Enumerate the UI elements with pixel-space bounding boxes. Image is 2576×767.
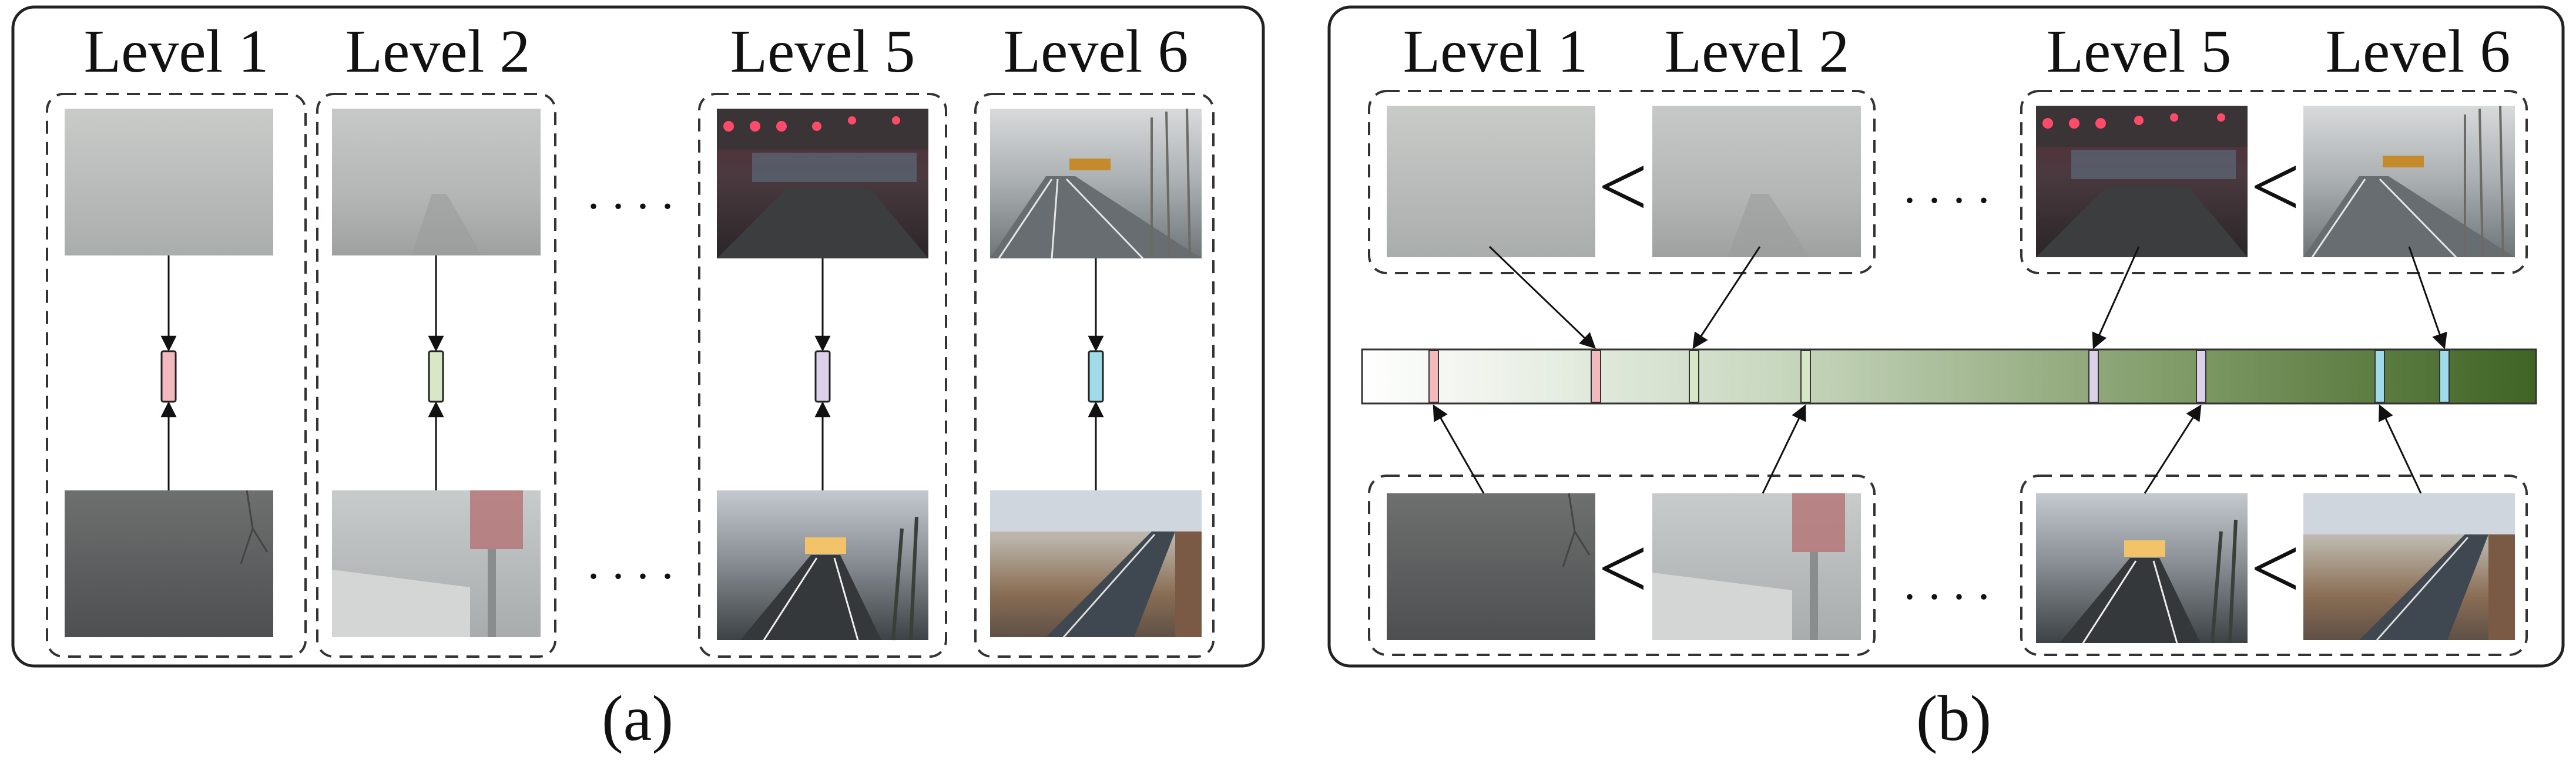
- panel-b-bottom-less-than-left: <: [1598, 520, 1648, 617]
- panel-b: Level 1 Level 2 Level 5 Level 6 < <: [1327, 5, 2565, 668]
- panel-b-bar-marker-2b: [1800, 350, 1811, 403]
- panel-b-top-photo-1: [1387, 106, 1595, 257]
- panel-b-bottom-photo-2: [1652, 493, 1861, 640]
- panel-b-ellipsis-top: ....: [1904, 162, 2003, 213]
- panel-b-top-left-pair: [1368, 90, 1876, 274]
- panel-a: Level 1 Level 2 Level 5 Level 6: [11, 5, 1265, 668]
- panel-a-level-6-group: [974, 93, 1215, 658]
- panel-a-level-5-bottom-photo: [717, 490, 928, 641]
- panel-b-bar-marker-6a: [2374, 350, 2385, 403]
- panel-a-level-6-marker: [1088, 350, 1104, 403]
- panel-a-caption: (a): [602, 682, 673, 754]
- panel-b-arrow-top-3: [2092, 246, 2140, 349]
- panel-b-arrow-top-4: [2408, 246, 2447, 349]
- panel-a-level-5-top-photo: [717, 109, 928, 258]
- panel-a-level-6-connector: [1088, 258, 1104, 490]
- panel-a-level-1-label: Level 1: [84, 18, 269, 85]
- panel-b-top-photo-3: [2036, 106, 2248, 257]
- panel-a-level-1-bottom-photo: [65, 490, 273, 637]
- panel-b-ellipsis-bottom: ....: [1904, 558, 2003, 610]
- panel-a-frame: [11, 5, 1265, 668]
- panel-a-level-6-bottom-photo: [990, 490, 1202, 638]
- panel-b-top-less-than-left: <: [1598, 138, 1648, 236]
- panel-a-ellipsis-top: ....: [588, 167, 686, 219]
- panel-b-level-6-label: Level 6: [2326, 18, 2511, 85]
- panel-b-level-1-label: Level 1: [1403, 18, 1588, 85]
- panel-b-arrow-bottom-1: [1433, 404, 1485, 494]
- panel-b-top-less-than-right: <: [2250, 138, 2300, 236]
- panel-b-arrow-top-1: [1488, 245, 1596, 349]
- panel-a-level-5-group: [698, 93, 947, 658]
- panel-a-ellipsis-bottom: ....: [588, 537, 686, 589]
- panel-b-bar-marker-5a: [2088, 350, 2099, 403]
- panel-b-bottom-right-pair: [2020, 475, 2528, 656]
- panel-b-level-2-label: Level 2: [1665, 18, 1850, 85]
- panel-a-level-5-marker: [814, 350, 831, 403]
- panel-a-level-1-connector: [160, 255, 177, 490]
- panel-b-bottom-photo-1: [1387, 493, 1595, 640]
- panel-b-bottom-photo-3: [2036, 493, 2248, 644]
- panel-b-caption: (b): [1916, 682, 1991, 754]
- panel-a-level-1-top-photo: [65, 109, 273, 255]
- panel-b-bar-marker-5b: [2196, 350, 2206, 403]
- panel-a-level-6-top-photo: [990, 108, 1202, 260]
- panel-a-level-2-bottom-photo: [332, 490, 541, 637]
- panel-a-level-1-group: [46, 93, 307, 658]
- panel-b-top-photo-2: [1652, 106, 1861, 257]
- panel-b-arrow-bottom-2: [1762, 404, 1806, 494]
- panel-a-level-1-marker: [160, 350, 177, 403]
- panel-a-level-5-connector: [814, 258, 831, 490]
- panel-a-level-2-top-photo: [332, 109, 541, 255]
- panel-b-bottom-less-than-right: <: [2250, 520, 2300, 617]
- panel-a-level-2-label: Level 2: [346, 18, 531, 85]
- panel-b-arrow-top-2: [1692, 246, 1761, 349]
- panel-a-level-6-label: Level 6: [1004, 18, 1189, 85]
- panel-b-arrow-bottom-3: [2144, 404, 2202, 494]
- panel-b-top-photo-4: [2303, 105, 2515, 258]
- panel-a-level-2-marker: [428, 350, 444, 403]
- panel-a-level-5-label: Level 5: [730, 18, 915, 85]
- panel-b-level-bar: [1361, 348, 2537, 405]
- panel-b-bottom-photo-4: [2303, 493, 2515, 641]
- panel-b-bar-marker-2a: [1689, 350, 1699, 403]
- panel-b-level-5-label: Level 5: [2047, 18, 2232, 85]
- panel-b-bottom-left-pair: [1368, 475, 1876, 656]
- panel-b-bar-marker-1b: [1591, 350, 1601, 403]
- panel-b-bar-marker-1a: [1428, 350, 1439, 403]
- panel-a-level-2-group: [316, 93, 556, 658]
- panel-a-level-2-connector: [428, 255, 444, 490]
- panel-b-frame: [1327, 5, 2565, 668]
- panel-b-top-right-pair: [2020, 90, 2528, 274]
- panel-b-bar-marker-6b: [2439, 350, 2450, 403]
- panel-b-arrow-bottom-4: [2379, 404, 2422, 494]
